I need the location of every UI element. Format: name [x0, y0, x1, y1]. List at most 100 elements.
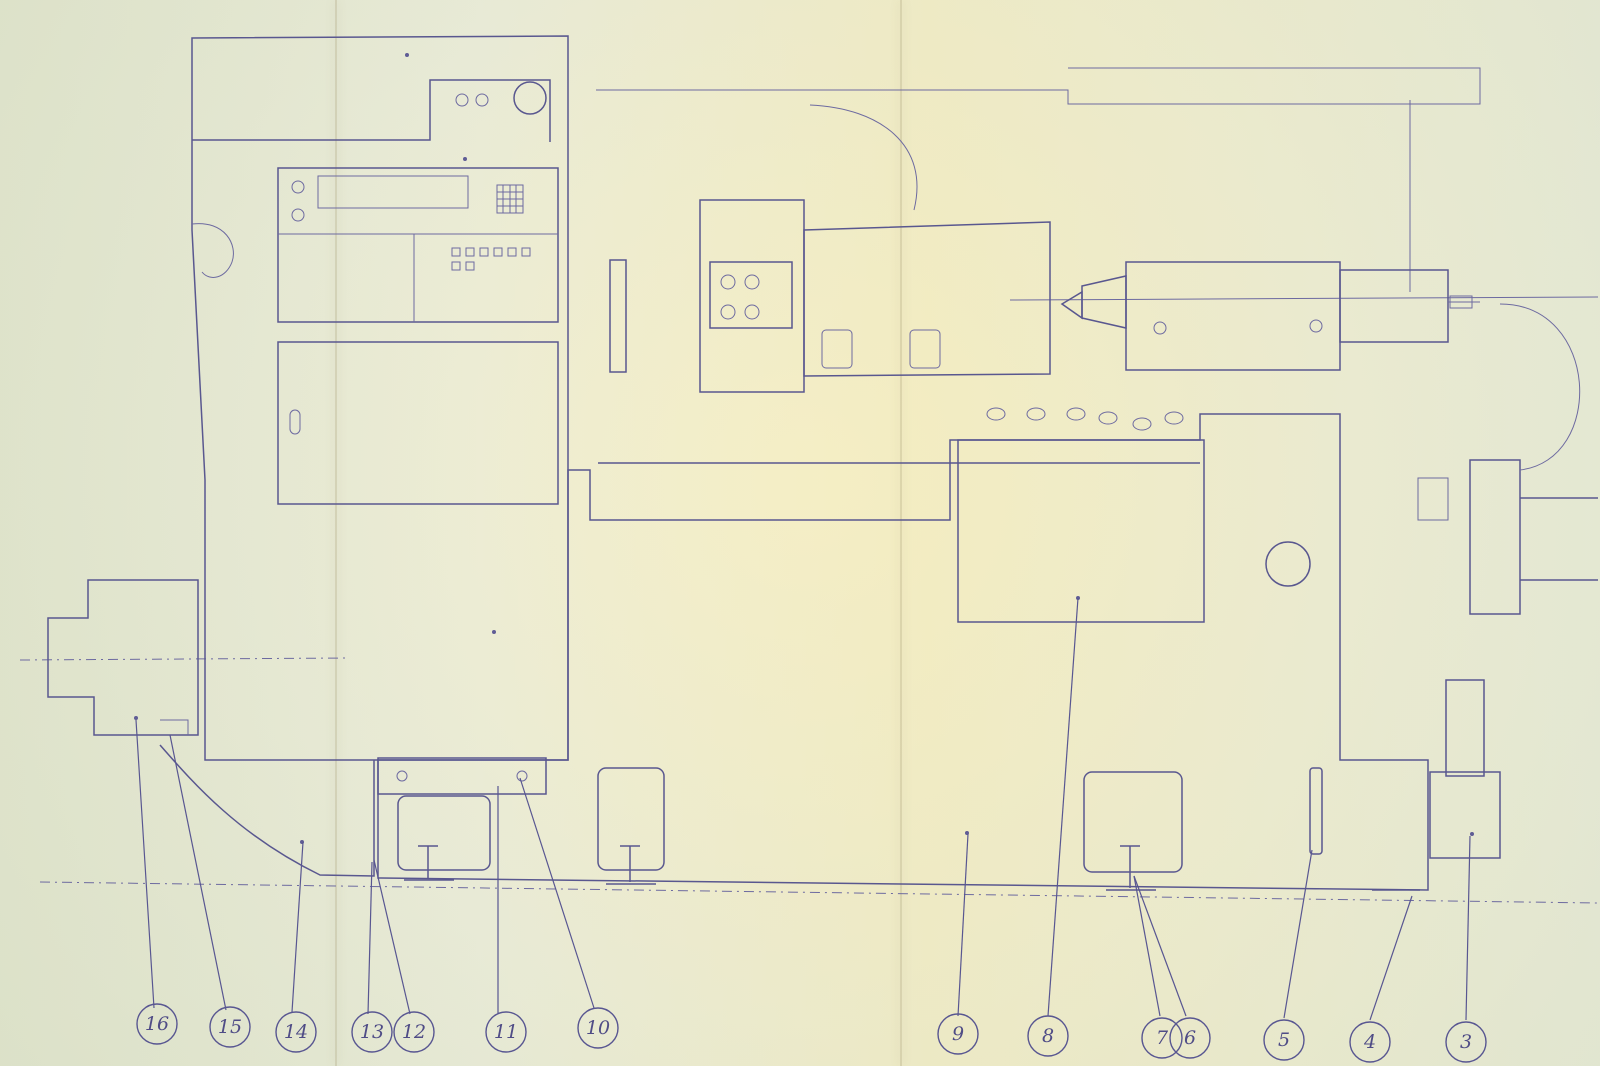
spindle-flange [609, 259, 627, 373]
callout-3: 3 [1445, 1021, 1487, 1063]
reference-lines [19, 296, 1599, 904]
access-panel-left [397, 795, 491, 871]
leveling-feet [404, 845, 1420, 891]
guard-top-rail [596, 67, 1481, 105]
tailstock-cylinder [1339, 269, 1449, 343]
callout-11: 11 [485, 1011, 527, 1053]
tool-holder-right [909, 329, 941, 369]
tailstock-quill [1081, 275, 1127, 329]
tailstock-bolt-left-icon [1153, 321, 1167, 335]
motor-axis-line [19, 657, 351, 661]
machine-base-outline [377, 413, 1429, 891]
floor-center-line [39, 881, 1599, 904]
hydraulic-unit [1429, 771, 1501, 859]
callout-label-9: 9 [952, 1023, 964, 1045]
conveyor-motor-box [1417, 477, 1449, 521]
chip-conveyor-box [1469, 459, 1521, 615]
cabinet-handle-arc [191, 223, 234, 278]
callout-15: 15 [209, 1006, 251, 1048]
cabinet-skirt-left [159, 744, 375, 877]
paper-fold-center [900, 0, 902, 1066]
operator-panel [277, 167, 559, 323]
cabinet-door [277, 341, 559, 505]
cooling-fan-icon [513, 81, 547, 115]
panel-display [317, 175, 469, 209]
control-cabinet-outline [191, 35, 569, 761]
callout-13: 13 [351, 1011, 393, 1053]
callout-label-12: 12 [402, 1021, 426, 1043]
callout-7: 7 [1141, 1017, 1183, 1059]
chuck-bolt-2-icon [744, 274, 760, 290]
callout-label-10: 10 [586, 1017, 610, 1039]
control-cabinet-group [191, 35, 569, 761]
callout-4: 4 [1349, 1021, 1391, 1063]
callout-10: 10 [577, 1007, 619, 1049]
door-lock-icon [289, 409, 301, 435]
callout-label-13: 13 [360, 1021, 384, 1043]
level-gauge [1309, 767, 1323, 855]
leader-lines [135, 597, 1471, 1021]
base-bed-group [377, 413, 1501, 891]
callout-label-14: 14 [284, 1021, 308, 1043]
chuck-body [699, 199, 805, 393]
cabinet-top-shroud [192, 79, 551, 142]
hose-loop [1499, 303, 1581, 471]
fan-bolt-left-icon [455, 93, 469, 107]
callout-14: 14 [275, 1011, 317, 1053]
paper-fold-left [335, 0, 337, 1066]
callout-12: 12 [393, 1011, 435, 1053]
bed-fittings [986, 407, 1184, 431]
callout-label-5: 5 [1278, 1029, 1290, 1051]
unit-dot [1470, 832, 1474, 836]
chuck-bolt-4-icon [744, 304, 760, 320]
spindle-area-group [596, 67, 1598, 615]
keypad-lines [497, 185, 523, 213]
callout-label-7: 7 [1156, 1027, 1169, 1049]
callout-16: 16 [136, 1003, 178, 1045]
cabinet-lower-dot [492, 630, 496, 634]
apron-block [957, 439, 1205, 623]
callout-9: 9 [937, 1013, 979, 1055]
callout-label-11: 11 [494, 1021, 518, 1043]
callout-label-15: 15 [218, 1016, 242, 1038]
spindle-axis-line [1009, 296, 1599, 301]
chuck-face [709, 261, 793, 329]
bracket-plate [377, 757, 547, 795]
motor-dot [134, 716, 138, 720]
motor-group [47, 579, 375, 877]
bracket-bolt-right-icon [516, 770, 528, 782]
callout-label-8: 8 [1042, 1025, 1054, 1047]
hose-fitting [1448, 295, 1480, 309]
chip-conveyor-chute [1520, 497, 1598, 581]
callout-6: 6 [1169, 1017, 1211, 1059]
fan-bolt-right-icon [475, 93, 489, 107]
callout-8: 8 [1027, 1015, 1069, 1057]
chuck-bolt-3-icon [720, 304, 736, 320]
access-panel-right [1083, 771, 1183, 873]
handwheel-icon [1265, 541, 1311, 587]
side-motor-outline [47, 579, 199, 736]
chuck-guard-arc [809, 104, 918, 211]
turret-carriage [803, 221, 1051, 377]
tailstock-bolt-right-icon [1309, 319, 1323, 333]
cabinet-dot [405, 53, 409, 57]
tailstock-center [1060, 290, 1083, 320]
callout-label-16: 16 [145, 1013, 169, 1035]
panel-dot [463, 157, 467, 161]
callout-5: 5 [1263, 1019, 1305, 1061]
panel-buttons [451, 247, 531, 271]
tool-holder-left [821, 329, 853, 369]
hydraulic-motor [1445, 679, 1485, 777]
callout-markers: 16 15 14 13 12 11 [136, 1003, 1487, 1063]
callout-label-4: 4 [1363, 1031, 1376, 1053]
access-panel-center [597, 767, 665, 871]
motor-bracket [160, 719, 189, 735]
callout-label-3: 3 [1460, 1031, 1472, 1053]
callout-label-6: 6 [1184, 1027, 1196, 1049]
panel-dial-icon [291, 180, 305, 194]
chuck-bolt-1-icon [720, 274, 736, 290]
bracket-bolt-left-icon [396, 770, 408, 782]
panel-switch-icon [291, 208, 305, 222]
tailstock-body [1125, 261, 1341, 371]
